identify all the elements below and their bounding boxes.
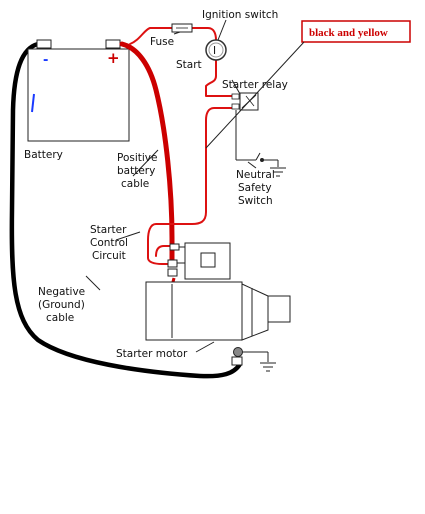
label-battery: Battery [24,149,63,161]
label-starter-motor: Starter motor [116,348,188,360]
label-start: Start [176,59,202,71]
battery-positive-terminal [105,39,121,49]
label-control-circuit-2: Control [90,237,128,249]
label-control-circuit-3: Circuit [92,250,126,262]
fuse [171,23,193,33]
relay-terminal-bottom [231,103,240,110]
label-ignition-switch: Ignition switch [202,9,278,21]
control-wiring [129,27,239,265]
callout-pointer [205,41,305,149]
callout-text: black and yellow [309,27,388,39]
label-control-circuit-1: Starter [90,224,127,236]
wire-color-callout: black and yellow [205,20,411,149]
wire-battery-to-fuse [129,27,173,45]
callout-box [301,20,411,43]
starter-motor-drive [267,295,291,323]
wire-ignition-to-relay [205,59,239,97]
solenoid-terminal-mid [167,259,178,268]
starter-solenoid [167,242,231,280]
wire-relay-to-control [147,107,239,265]
label-neutral-switch-1: Neutral [236,169,275,181]
battery-negative-terminal [36,39,52,49]
starter-motor-nose [241,283,269,341]
battery-plus-sign: + [107,49,120,67]
label-starter-relay: Starter relay [222,79,288,91]
starter-relay [231,92,259,161]
battery-minus-sign: - [43,53,48,68]
ignition-switch-symbol: I [213,45,216,57]
neutral-safety-switch [255,152,286,177]
label-negative-cable-3: cable [46,312,74,324]
solenoid-terminal-bottom [167,268,178,277]
label-positive-cable-1: Positive [117,152,157,164]
label-neutral-switch-3: Switch [238,195,273,207]
solenoid-terminal-top [169,243,180,251]
battery-body [27,48,130,142]
positive-battery-cable [119,41,175,265]
starter-motor [145,281,291,372]
label-negative-cable-2: (Ground) [38,299,85,311]
label-positive-cable-3: cable [121,178,149,190]
battery: - + [27,39,130,142]
wire-control-loop [155,245,177,257]
battery-blue-mark [31,93,35,113]
negative-ground-cable [9,41,243,379]
wire-fuse-to-ignition [191,27,217,41]
label-fuse: Fuse [150,36,174,48]
label-neutral-switch-2: Safety [238,182,272,194]
label-positive-cable-2: battery [117,165,155,177]
mount-bolt [233,347,243,357]
ignition-switch: I [205,39,227,61]
relay-terminal-top [231,93,240,100]
leader-lines [85,19,257,353]
label-negative-cable-1: Negative [38,286,85,298]
starter-motor-body [145,281,243,341]
